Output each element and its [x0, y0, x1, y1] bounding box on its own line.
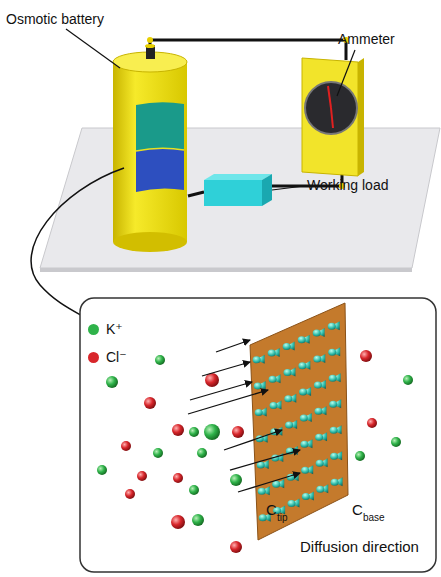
- subscript: tip: [277, 512, 288, 523]
- caption-label: Diffusion direction: [300, 539, 419, 556]
- legend-text: K⁺: [106, 322, 123, 337]
- nanocone-base: [298, 362, 306, 369]
- nanocone-base: [328, 349, 336, 356]
- part-label: Working load: [307, 178, 388, 193]
- nanocone-base: [299, 388, 307, 395]
- nanocone-base: [255, 409, 263, 416]
- nanocone-base: [314, 382, 322, 389]
- nanocone-base: [316, 486, 324, 493]
- nanocone-base: [329, 375, 337, 382]
- nanocone-base: [283, 343, 291, 350]
- nanocone-base: [298, 336, 306, 343]
- nanocone-base: [253, 356, 261, 363]
- legend-swatch: [88, 324, 99, 335]
- nanocone-base: [288, 500, 296, 507]
- nanocone-base: [259, 514, 267, 521]
- nanocone-base: [269, 402, 277, 409]
- concentration-symbol: C: [352, 502, 363, 519]
- nanocone-base: [269, 376, 277, 383]
- nanocone-base: [330, 427, 338, 434]
- nanocone-base: [258, 488, 266, 495]
- concentration-symbol: C: [266, 502, 277, 519]
- nanocone-base: [300, 441, 308, 448]
- nanocone-base: [330, 453, 338, 460]
- nanocone-base: [284, 395, 292, 402]
- legend-swatch: [88, 352, 99, 363]
- nanocone-base: [302, 493, 310, 500]
- part-label: Osmotic battery: [6, 12, 104, 27]
- nanocone-base: [285, 421, 293, 428]
- nanocone-base: [313, 329, 321, 336]
- nanocone-base: [314, 408, 322, 415]
- nanocone-base: [313, 356, 321, 363]
- nanocone-base: [300, 415, 308, 422]
- nanocone-base: [283, 369, 291, 376]
- nanocone-base: [315, 434, 323, 441]
- nanocone-base: [328, 323, 336, 330]
- nanocone-base: [316, 460, 324, 467]
- nanocone-base: [254, 383, 262, 390]
- legend-text: Cl⁻: [106, 350, 127, 365]
- part-label: Ammeter: [338, 32, 395, 47]
- subscript: base: [363, 512, 385, 523]
- nanocone-base: [331, 479, 339, 486]
- nanocone-base: [268, 350, 276, 357]
- nanocone-base: [329, 401, 337, 408]
- nanocone-base: [301, 467, 309, 474]
- nanocone-base: [272, 481, 280, 488]
